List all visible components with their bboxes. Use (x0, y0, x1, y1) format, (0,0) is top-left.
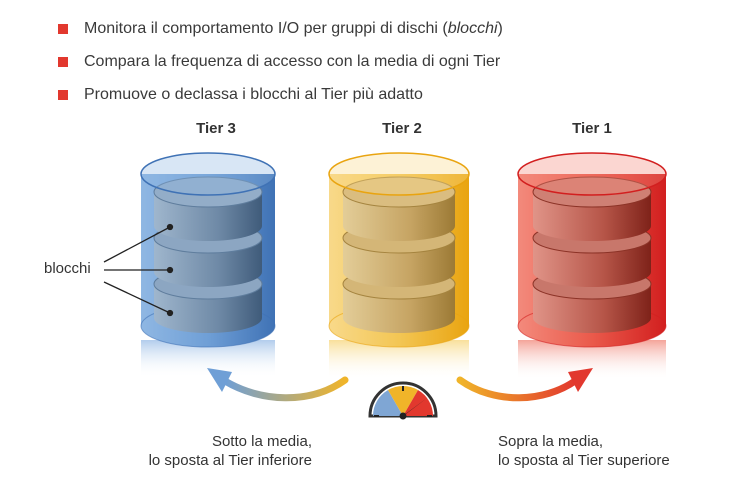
feature-text: Promuove o declassa i blocchi al Tier pi… (84, 85, 423, 103)
bullet-square-icon (58, 23, 68, 34)
tier-3-label: Tier 3 (196, 120, 236, 137)
caption-promote-line1: Sopra la media, (498, 433, 604, 450)
curved-arrow-right-icon (456, 368, 593, 402)
gauge-icon (368, 381, 438, 420)
caption-demote-line2: lo sposta al Tier inferiore (148, 452, 312, 469)
tier-3-cylinder (140, 152, 276, 378)
tier-1-cylinder (517, 152, 667, 380)
caption-promote-line2: lo sposta al Tier superiore (498, 452, 670, 469)
bullet-square-icon (58, 56, 68, 67)
feature-text: Monitora il comportamento I/O per gruppi… (84, 19, 503, 37)
tier-2-cylinder (328, 152, 470, 380)
feature-item: Promuove o declassa i blocchi al Tier pi… (58, 78, 503, 111)
tier-2-blocks (342, 176, 456, 333)
tier-3-blocks (153, 176, 263, 333)
tier-1-label: Tier 1 (572, 120, 612, 137)
blocks-label: blocchi (44, 260, 91, 277)
tier-2-label: Tier 2 (382, 120, 422, 137)
curved-arrow-left-icon (207, 368, 349, 402)
feature-list: Monitora il comportamento I/O per gruppi… (58, 12, 503, 111)
bullet-square-icon (58, 89, 68, 100)
feature-item: Monitora il comportamento I/O per gruppi… (58, 12, 503, 45)
tier-1-blocks (532, 176, 652, 333)
blocks-leader-lines (103, 223, 174, 317)
feature-item: Compara la frequenza di accesso con la m… (58, 45, 503, 78)
caption-demote-line1: Sotto la media, (211, 433, 312, 450)
caption-promote: Sopra la media, lo sposta al Tier superi… (498, 432, 670, 470)
caption-demote: Sotto la media, lo sposta al Tier inferi… (149, 432, 312, 470)
feature-text: Compara la frequenza di accesso con la m… (84, 52, 501, 70)
